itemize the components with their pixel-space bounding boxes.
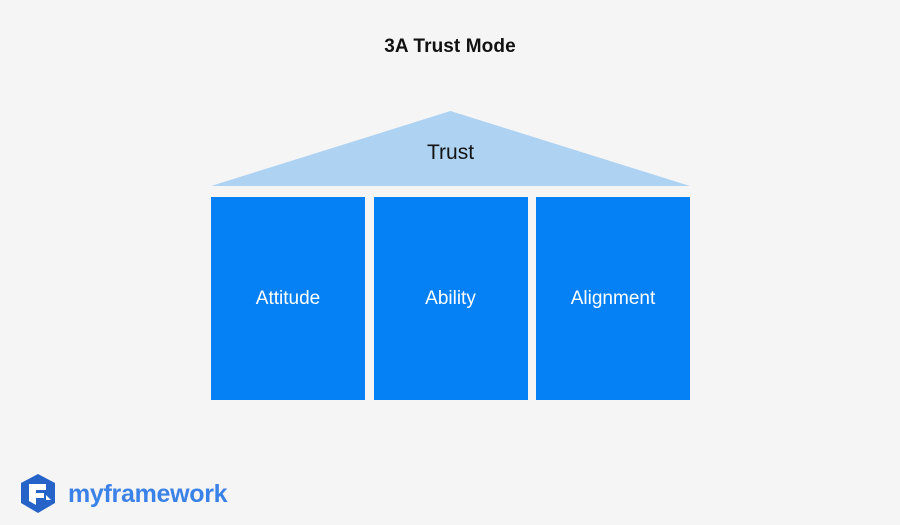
pillar-label: Alignment	[570, 287, 656, 309]
cube-logo-icon	[21, 474, 55, 513]
triangle-roof-shape	[211, 111, 690, 186]
pillar-label: Ability	[425, 287, 476, 309]
roof-triangle: Trust	[211, 111, 690, 187]
pillar-attitude[interactable]: Attitude	[211, 197, 365, 400]
brand-logo-text: myframework	[68, 480, 228, 508]
page-title: 3A Trust Mode	[384, 36, 516, 57]
roof-label: Trust	[426, 141, 475, 164]
pillar-label: Attitude	[255, 287, 321, 309]
brand-logo: myframework	[19, 472, 228, 516]
pillar-alignment[interactable]: Alignment	[536, 197, 690, 400]
pillars-group: Attitude Ability Alignment	[211, 197, 690, 400]
pillar-ability[interactable]: Ability	[373, 197, 528, 400]
